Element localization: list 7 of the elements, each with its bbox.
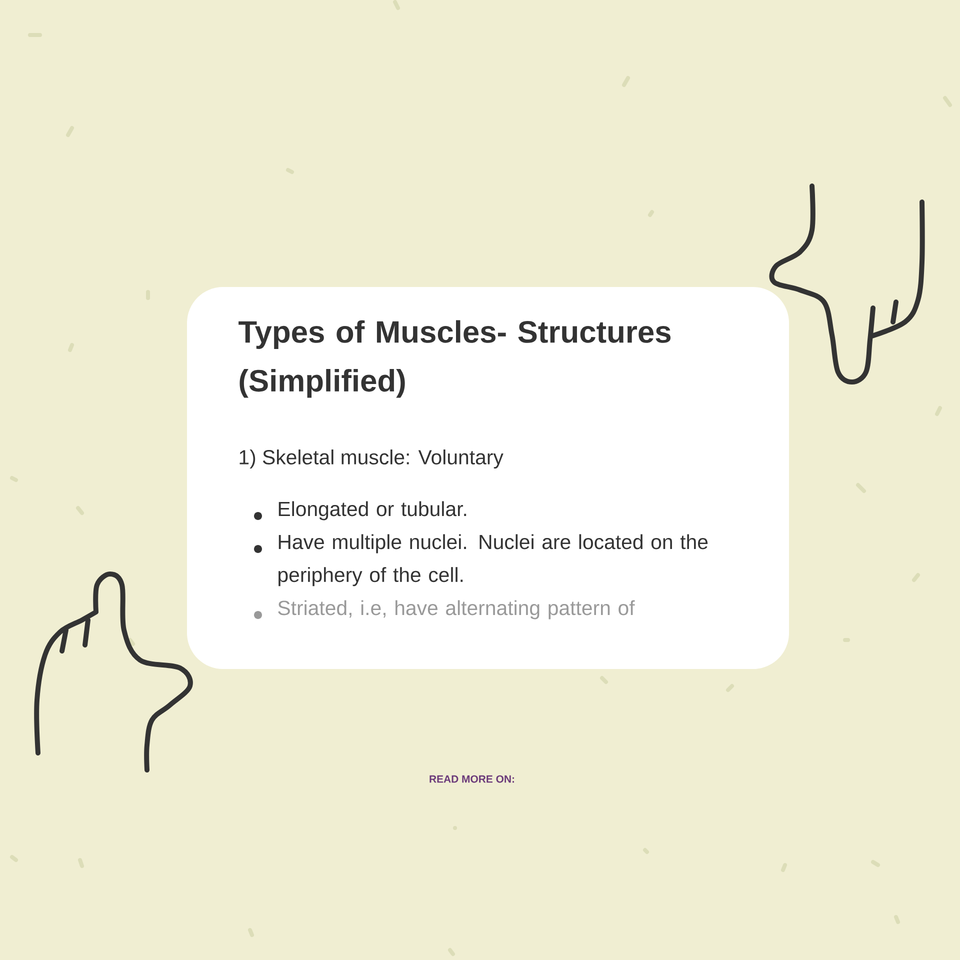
bullet-item: Elongated or tubular. bbox=[254, 501, 466, 520]
footer-text: READ MORE ON: bbox=[430, 775, 514, 783]
card-title: Types of Muscles- Structures (Simplified) bbox=[238, 320, 671, 398]
bullet-item: Have multiple nuclei. Nuclei are located on the periphery of the cell. bbox=[254, 534, 708, 586]
bullet-item: Striated, i.e, have alternating pattern of bbox=[254, 600, 635, 620]
text-card bbox=[187, 287, 789, 669]
subheading: 1) Skeletal muscle: Voluntary bbox=[240, 450, 504, 469]
